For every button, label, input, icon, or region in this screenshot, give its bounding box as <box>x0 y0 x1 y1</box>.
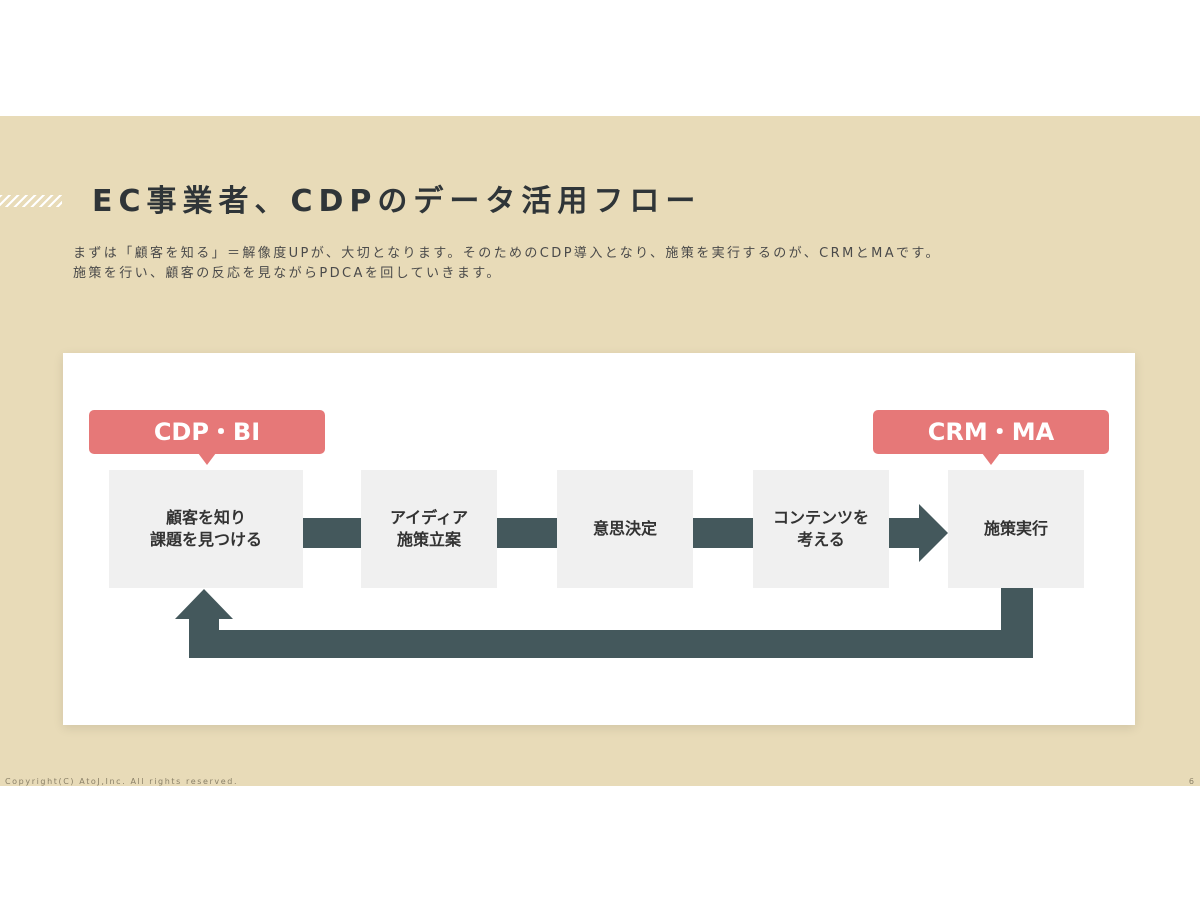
step-know-customer: 顧客を知り 課題を見つける <box>109 470 303 588</box>
step-idea-planning-label: アイディア 施策立案 <box>389 508 469 549</box>
tag-pointer <box>198 453 216 465</box>
tag-cdp-bi-label: CDP・BI <box>153 418 261 446</box>
copyright-footer: Copyright(C) AtoJ,Inc. All rights reserv… <box>5 777 239 786</box>
flow-arrows <box>175 504 1033 658</box>
description-line-1: まずは「顧客を知る」＝解像度UPが、大切となります。そのためのCDP導入となり、… <box>73 246 941 261</box>
connector-2 <box>497 518 559 548</box>
feedback-loop-arrow <box>175 588 1033 658</box>
slide-description: まずは「顧客を知る」＝解像度UPが、大切となります。そのためのCDP導入となり、… <box>73 244 1183 284</box>
page-number: 6 <box>1188 777 1194 786</box>
slide-title: EC事業者、CDPのデータ活用フロー <box>92 184 702 219</box>
tag-crm-ma: CRM・MA <box>873 410 1109 465</box>
description-line-2: 施策を行い、顧客の反応を見ながらPDCAを回していきます。 <box>73 266 502 281</box>
step-know-customer-label: 顧客を知り 課題を見つける <box>149 508 262 549</box>
step-idea-planning: アイディア 施策立案 <box>361 470 497 588</box>
step-content: コンテンツを 考える <box>753 470 889 588</box>
decorative-stripes <box>0 195 62 207</box>
step-execution-label: 施策実行 <box>983 519 1048 538</box>
step-decision: 意思決定 <box>557 470 693 588</box>
connector-3 <box>693 518 755 548</box>
tag-pointer <box>982 453 1000 465</box>
slide: EC事業者、CDPのデータ活用フロー まずは「顧客を知る」＝解像度UPが、大切と… <box>0 116 1200 786</box>
flow-diagram-panel: CDP・BI CRM・MA 顧客を知り 課題を見つける アイディア 施策立案 意… <box>63 353 1135 725</box>
tag-crm-ma-label: CRM・MA <box>927 418 1055 446</box>
connector-1 <box>303 518 361 548</box>
step-execution: 施策実行 <box>948 470 1084 588</box>
step-decision-label: 意思決定 <box>592 519 657 538</box>
arrow-to-execution <box>889 504 948 562</box>
tag-cdp-bi: CDP・BI <box>89 410 325 465</box>
step-content-label: コンテンツを 考える <box>772 508 869 549</box>
